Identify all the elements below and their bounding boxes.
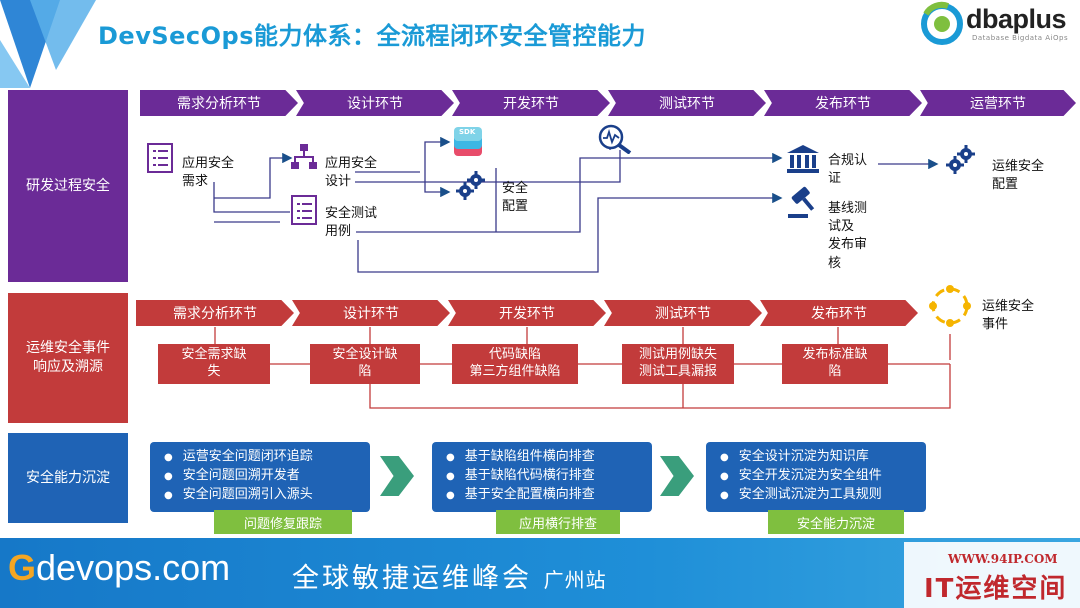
bank-building-icon xyxy=(787,145,819,173)
footer-banner xyxy=(0,538,1080,608)
row-label-capability: 安全能力沉淀 xyxy=(8,433,128,523)
logo-text: dbaplus xyxy=(966,4,1067,34)
stage-chevron: 设计环节 xyxy=(296,90,454,116)
checklist-icon xyxy=(291,195,317,225)
hierarchy-icon xyxy=(291,144,317,169)
watermark-url: WWW.94IP.COM xyxy=(948,552,1058,566)
incident-feedback-lines xyxy=(214,327,951,409)
stage-chevron: 开发环节 xyxy=(452,90,610,116)
stage-chevron: 需求分析环节 xyxy=(140,90,298,116)
ops-gears-icon xyxy=(946,145,975,174)
defect-box: 测试用例缺失测试工具漏报 xyxy=(622,344,734,384)
config-label: 安全配置 xyxy=(502,181,529,215)
corner-decoration xyxy=(0,0,96,88)
green-arrow-icon xyxy=(380,456,414,496)
capability-tag: 问题修复跟踪 xyxy=(214,510,352,534)
capability-box: 运营安全问题闭环追踪安全问题回溯开发者安全问题回溯引入源头 xyxy=(150,442,370,512)
dev-flow-connectors xyxy=(213,136,939,273)
stage-chevron: 发布环节 xyxy=(760,300,918,326)
stage-chevron: 测试环节 xyxy=(604,300,762,326)
watermark-box xyxy=(904,542,1080,608)
req-label: 应用安全需求 xyxy=(182,156,235,190)
document-list-icon xyxy=(147,143,173,173)
ops-config-label: 运维安全配置 xyxy=(992,159,1045,193)
capability-box: 基于缺陷组件横向排查基于缺陷代码横行排查基于安全配置横向排查 xyxy=(432,442,652,512)
sdk-badge: SDK xyxy=(459,128,476,136)
stage-chevron: 运营环节 xyxy=(920,90,1076,116)
row-label-ops-incident: 运维安全事件响应及溯源 xyxy=(8,293,128,423)
capability-tag: 应用横行排查 xyxy=(496,510,620,534)
defect-box: 代码缺陷第三方组件缺陷 xyxy=(452,344,578,384)
gears-icon xyxy=(456,171,485,200)
stage-chevron: 需求分析环节 xyxy=(136,300,294,326)
incident-label: 运维安全事件 xyxy=(982,299,1035,333)
defect-box: 安全需求缺失 xyxy=(158,344,270,384)
green-arrow-icon xyxy=(660,456,694,496)
baseline-label: 基线测试及发布审核 xyxy=(828,201,868,271)
search-chart-icon xyxy=(598,124,632,154)
stage-chevron: 开发环节 xyxy=(448,300,606,326)
defect-box: 发布标准缺陷 xyxy=(782,344,888,384)
design-label: 应用安全设计 xyxy=(325,156,378,190)
footer-event: 全球敏捷运维峰会 广州站 xyxy=(292,563,607,594)
capability-tag: 安全能力沉淀 xyxy=(768,510,904,534)
test-case-label: 安全测试用例 xyxy=(325,206,378,240)
logo-subtitle: Database Bigdata AiOps xyxy=(972,34,1069,42)
defect-box: 安全设计缺陷 xyxy=(310,344,420,384)
capability-box: 安全设计沉淀为知识库安全开发沉淀为安全组件安全测试沉淀为工具规则 xyxy=(706,442,926,512)
row-label-dev-security: 研发过程安全 xyxy=(8,90,128,282)
stage-chevron: 测试环节 xyxy=(608,90,766,116)
dbaplus-logo-icon xyxy=(921,1,963,45)
incident-cycle-icon xyxy=(929,285,971,327)
watermark-name: IT运维空间 xyxy=(924,574,1068,604)
page-title: DevSecOps能力体系：全流程闭环安全管控能力 xyxy=(98,22,646,50)
sdk-stack-icon xyxy=(454,127,482,156)
compliance-label: 合规认证 xyxy=(828,153,868,187)
gavel-icon xyxy=(788,186,815,218)
stage-chevron: 发布环节 xyxy=(764,90,922,116)
footer-brand: Gdevops.com xyxy=(8,547,231,588)
stage-chevron: 设计环节 xyxy=(292,300,450,326)
